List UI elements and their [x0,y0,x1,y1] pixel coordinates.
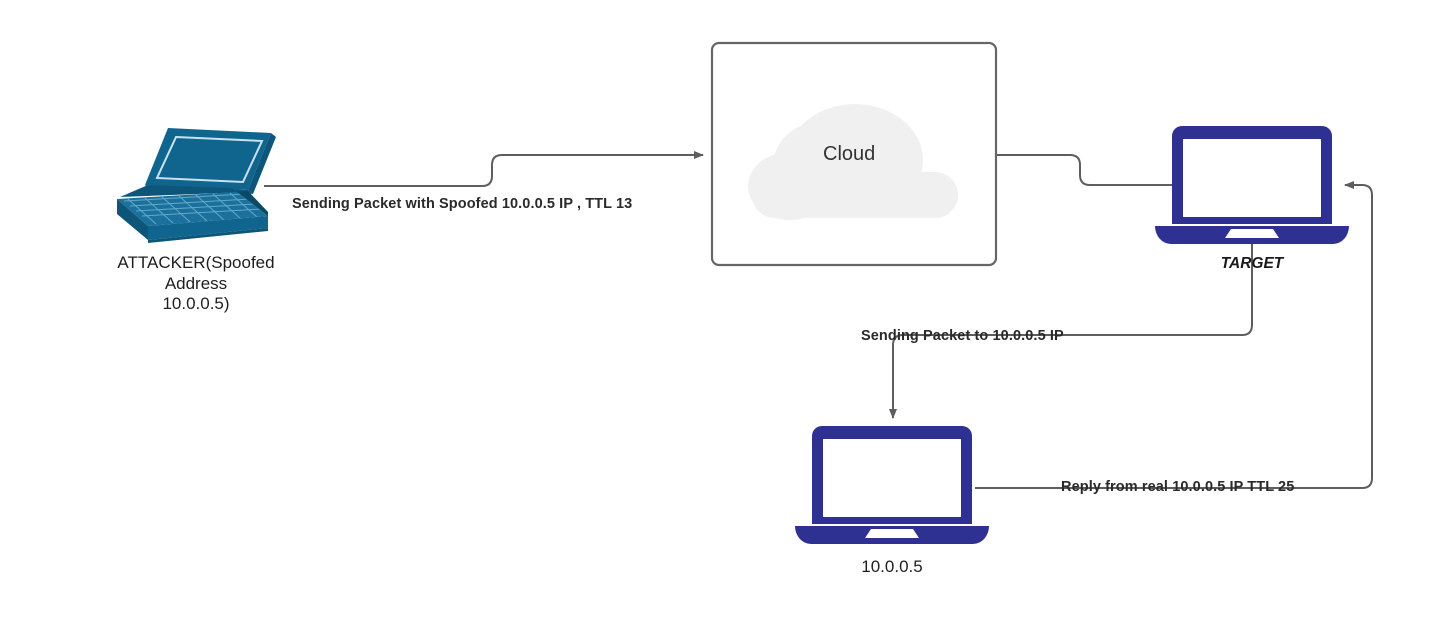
edge-cloud-to-target [996,154,1172,186]
cloud-label: Cloud [823,143,876,165]
edge-real-host-to-target [975,181,1373,489]
laptop-isometric-icon [117,128,276,243]
edge-target-to-real-host [889,243,1253,419]
cloud-icon [748,104,958,220]
edge-label-attacker-to-cloud: Sending Packet with Spoofed 10.0.0.5 IP … [292,196,633,212]
laptop-front-icon [1155,126,1349,244]
target-label: TARGET [1220,255,1284,272]
edge-label-target-to-real-host: Sending Packet to 10.0.0.5 IP [861,328,1064,344]
real-host-label: 10.0.0.5 [861,557,923,576]
attacker-label: ATTACKER(Spoofed Address 10.0.0.5) [117,253,275,314]
laptop-front-icon [795,426,989,544]
edge-label-real-host-to-target: Reply from real 10.0.0.5 IP TTL 25 [1061,479,1295,495]
edge-attacker-to-cloud [264,151,704,187]
